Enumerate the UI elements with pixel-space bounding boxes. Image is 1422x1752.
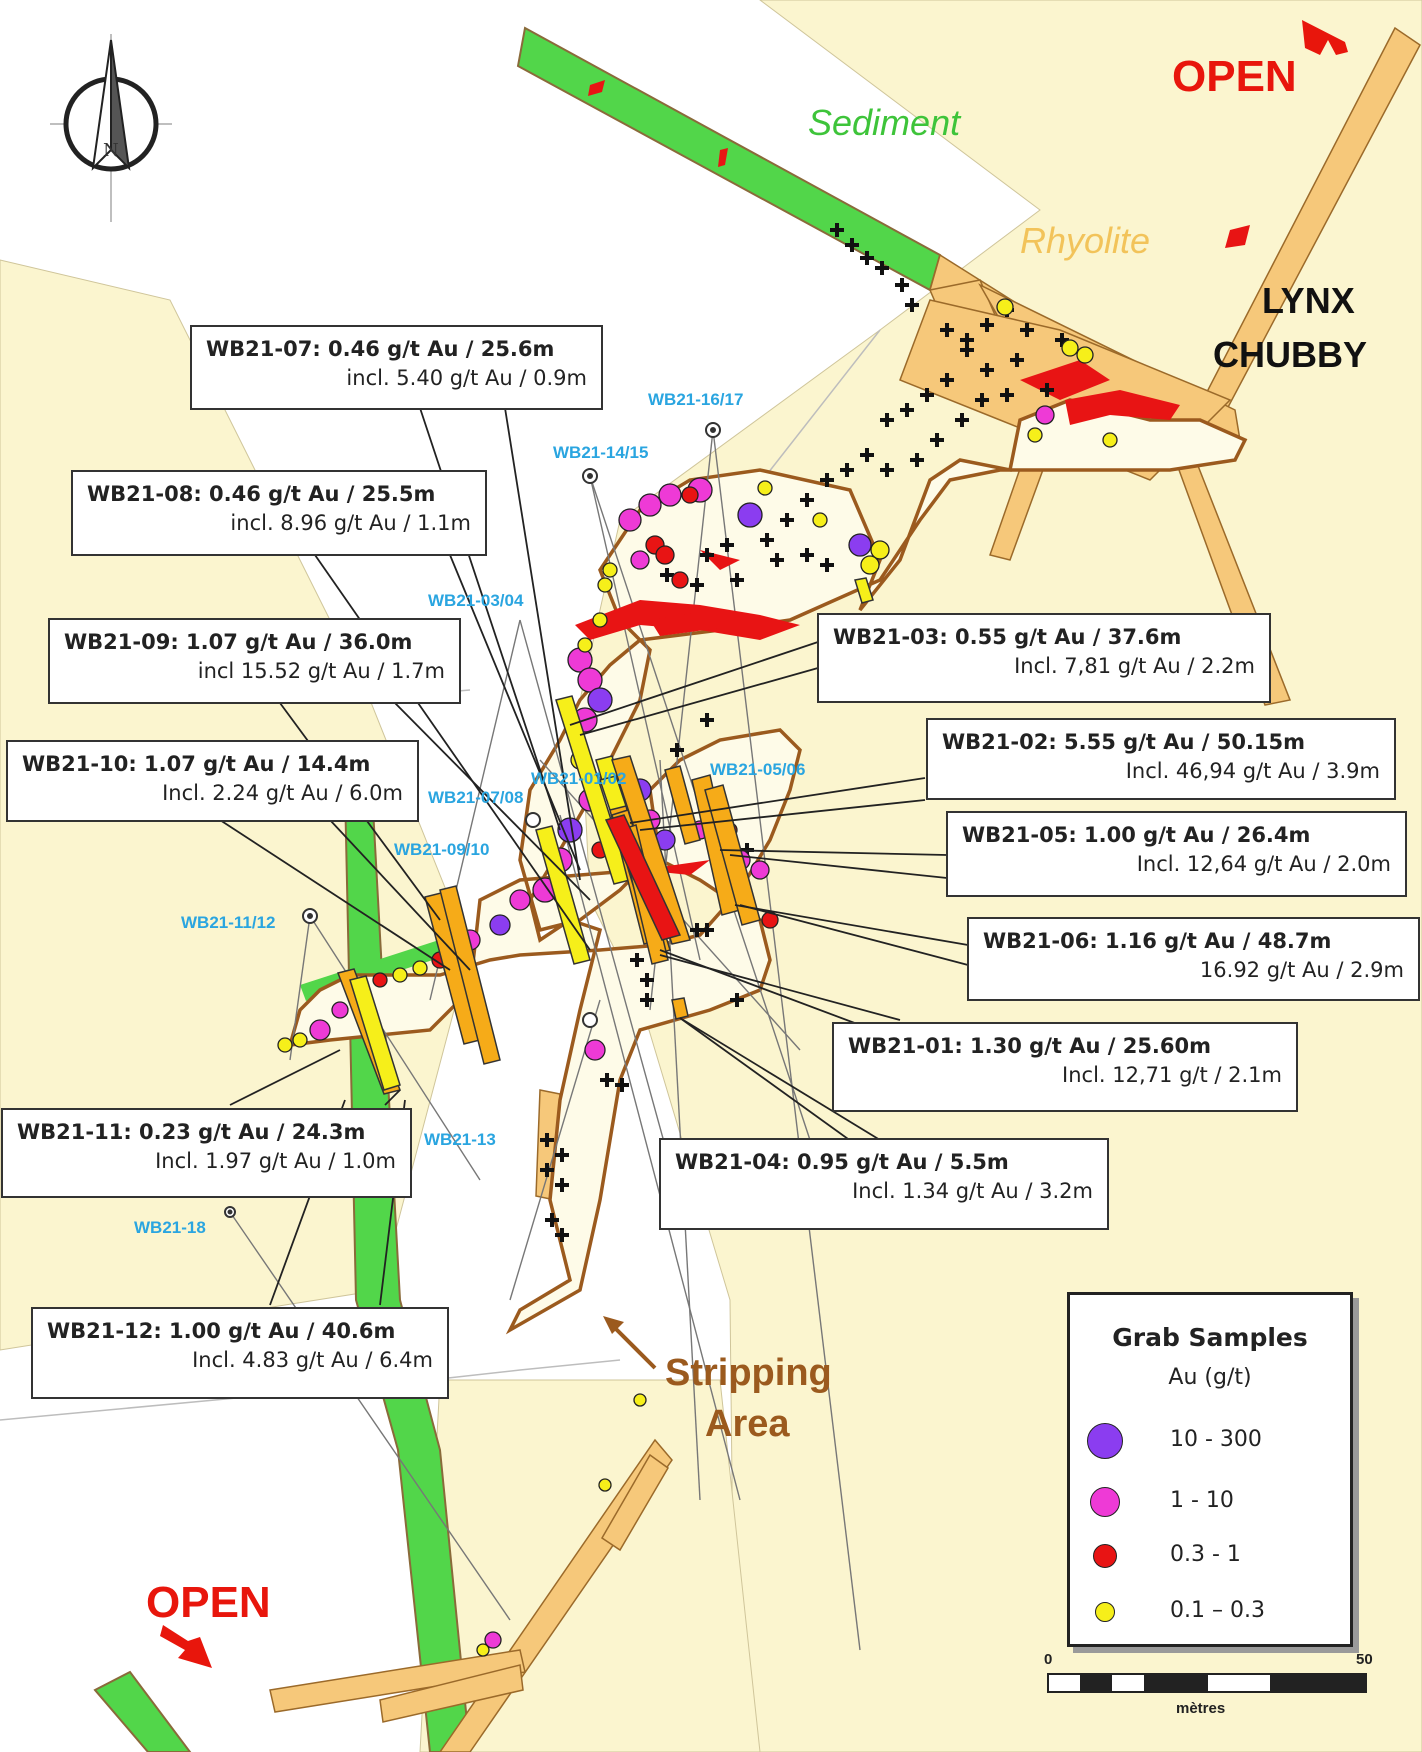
legend-swatch-0.3-1	[1093, 1544, 1117, 1568]
intercept-callout-wb21-10: WB21-10: 1.07 g/t Au / 14.4m Incl. 2.24 …	[6, 740, 419, 822]
intercept-primary: WB21-09: 1.07 g/t Au / 36.0m	[64, 630, 413, 654]
intercept-primary: WB21-04: 0.95 g/t Au / 5.5m	[675, 1150, 1009, 1174]
hole-label: WB21-09/10	[394, 840, 490, 859]
legend-label: 0.3 - 1	[1170, 1542, 1241, 1567]
intercept-including: incl. 5.40 g/t Au / 0.9m	[346, 366, 587, 391]
intercept-primary: WB21-10: 1.07 g/t Au / 14.4m	[22, 752, 371, 776]
intercept-callout-wb21-04: WB21-04: 0.95 g/t Au / 5.5m Incl. 1.34 g…	[659, 1138, 1109, 1230]
scale-label-max: 50	[1356, 1651, 1373, 1668]
intercept-including: 16.92 g/t Au / 2.9m	[1199, 958, 1404, 983]
hole-label: WB21-14/15	[553, 443, 649, 462]
intercept-including: Incl. 2.24 g/t Au / 6.0m	[162, 781, 403, 806]
intercept-callout-wb21-05: WB21-05: 1.00 g/t Au / 26.4m Incl. 12,64…	[946, 811, 1407, 897]
drill-collars	[224, 422, 721, 1218]
legend-swatch-0.1-0.3	[1095, 1602, 1115, 1622]
property-label-line1: LYNX	[1262, 280, 1355, 321]
property-label-line2: CHUBBY	[1213, 334, 1368, 375]
intercept-callout-wb21-03: WB21-03: 0.55 g/t Au / 37.6m Incl. 7,81 …	[817, 613, 1271, 703]
legend-title: Grab Samples	[1112, 1323, 1308, 1352]
intercept-callout-wb21-02: WB21-02: 5.55 g/t Au / 50.15m Incl. 46,9…	[926, 718, 1396, 800]
intercept-including: incl 15.52 g/t Au / 1.7m	[197, 659, 445, 684]
intercept-including: Incl. 12,71 g/t / 2.1m	[1062, 1063, 1282, 1088]
legend-label: 10 - 300	[1170, 1427, 1262, 1452]
sample-crosses	[540, 223, 1069, 1242]
intercept-callout-wb21-11: WB21-11: 0.23 g/t Au / 24.3m Incl. 1.97 …	[1, 1108, 412, 1198]
sediment-belt-sw	[93, 1670, 192, 1752]
intercept-including: Incl. 46,94 g/t Au / 3.9m	[1125, 759, 1380, 784]
hole-label: WB21-05/06	[710, 760, 806, 779]
legend-swatch-10-300	[1087, 1423, 1123, 1459]
intercept-primary: WB21-06: 1.16 g/t Au / 48.7m	[983, 929, 1332, 953]
intercept-primary: WB21-08: 0.46 g/t Au / 25.5m	[87, 482, 436, 506]
legend-subtitle: Au (g/t)	[1168, 1365, 1252, 1390]
intercept-callout-wb21-12: WB21-12: 1.00 g/t Au / 40.6m Incl. 4.83 …	[31, 1307, 449, 1399]
intercept-bars	[336, 577, 874, 1095]
hole-label: WB21-13	[424, 1130, 496, 1149]
legend-label: 0.1 – 0.3	[1170, 1598, 1265, 1623]
legend-swatch-1-10	[1090, 1487, 1120, 1517]
intercept-primary: WB21-01: 1.30 g/t Au / 25.60m	[848, 1034, 1212, 1058]
intercept-including: Incl. 7,81 g/t Au / 2.2m	[1014, 654, 1255, 679]
intercept-callout-wb21-09: WB21-09: 1.07 g/t Au / 36.0m incl 15.52 …	[48, 618, 461, 704]
legend-label: 1 - 10	[1170, 1488, 1234, 1513]
intercept-primary: WB21-02: 5.55 g/t Au / 50.15m	[942, 730, 1306, 754]
hole-label: WB21-07/08	[428, 788, 524, 807]
intercept-callout-wb21-07: WB21-07: 0.46 g/t Au / 25.6m incl. 5.40 …	[190, 325, 603, 410]
intercept-including: Incl. 1.97 g/t Au / 1.0m	[155, 1149, 396, 1174]
intercept-callout-wb21-06: WB21-06: 1.16 g/t Au / 48.7m 16.92 g/t A…	[967, 917, 1420, 1001]
stripping-label-line1: Stripping	[665, 1352, 832, 1394]
intercept-primary: WB21-05: 1.00 g/t Au / 26.4m	[962, 823, 1311, 847]
sediment-label: Sediment	[808, 102, 961, 143]
intercept-callout-wb21-01: WB21-01: 1.30 g/t Au / 25.60m Incl. 12,7…	[832, 1022, 1298, 1112]
stripping-label-line2: Area	[705, 1403, 790, 1445]
hole-label: WB21-16/17	[648, 390, 744, 409]
intercept-primary: WB21-11: 0.23 g/t Au / 24.3m	[17, 1120, 366, 1144]
intercept-primary: WB21-03: 0.55 g/t Au / 37.6m	[833, 625, 1182, 649]
open-label-top: OPEN	[1172, 52, 1297, 101]
intercept-including: Incl. 1.34 g/t Au / 3.2m	[852, 1179, 1093, 1204]
legend-grab-samples: Grab Samples Au (g/t) 10 - 300 1 - 10 0.…	[1067, 1292, 1353, 1647]
stripping-arrow	[603, 1316, 657, 1370]
open-label-bottom: OPEN	[146, 1578, 271, 1627]
scale-label-min: 0	[1044, 1651, 1053, 1668]
open-arrow-ne	[1302, 20, 1348, 55]
intercept-primary: WB21-12: 1.00 g/t Au / 40.6m	[47, 1319, 396, 1343]
open-arrow-sw	[160, 1625, 212, 1668]
rhyolite-label: Rhyolite	[1020, 220, 1151, 261]
north-label: N	[103, 140, 119, 161]
hole-label: WB21-03/04	[428, 591, 524, 610]
hole-label: WB21-11/12	[181, 913, 276, 932]
scale-label-unit: mètres	[1176, 1700, 1226, 1717]
hole-label: WB21-18	[134, 1218, 206, 1237]
hole-label: WB21-01/02	[531, 769, 627, 788]
north-arrow	[50, 34, 172, 222]
intercept-including: Incl. 4.83 g/t Au / 6.4m	[192, 1348, 433, 1373]
intercept-primary: WB21-07: 0.46 g/t Au / 25.6m	[206, 337, 555, 361]
scale-bar	[1047, 1673, 1367, 1693]
intercept-including: Incl. 12,64 g/t Au / 2.0m	[1136, 852, 1391, 877]
intercept-callout-wb21-08: WB21-08: 0.46 g/t Au / 25.5m incl. 8.96 …	[71, 470, 487, 556]
intercept-including: incl. 8.96 g/t Au / 1.1m	[230, 511, 471, 536]
